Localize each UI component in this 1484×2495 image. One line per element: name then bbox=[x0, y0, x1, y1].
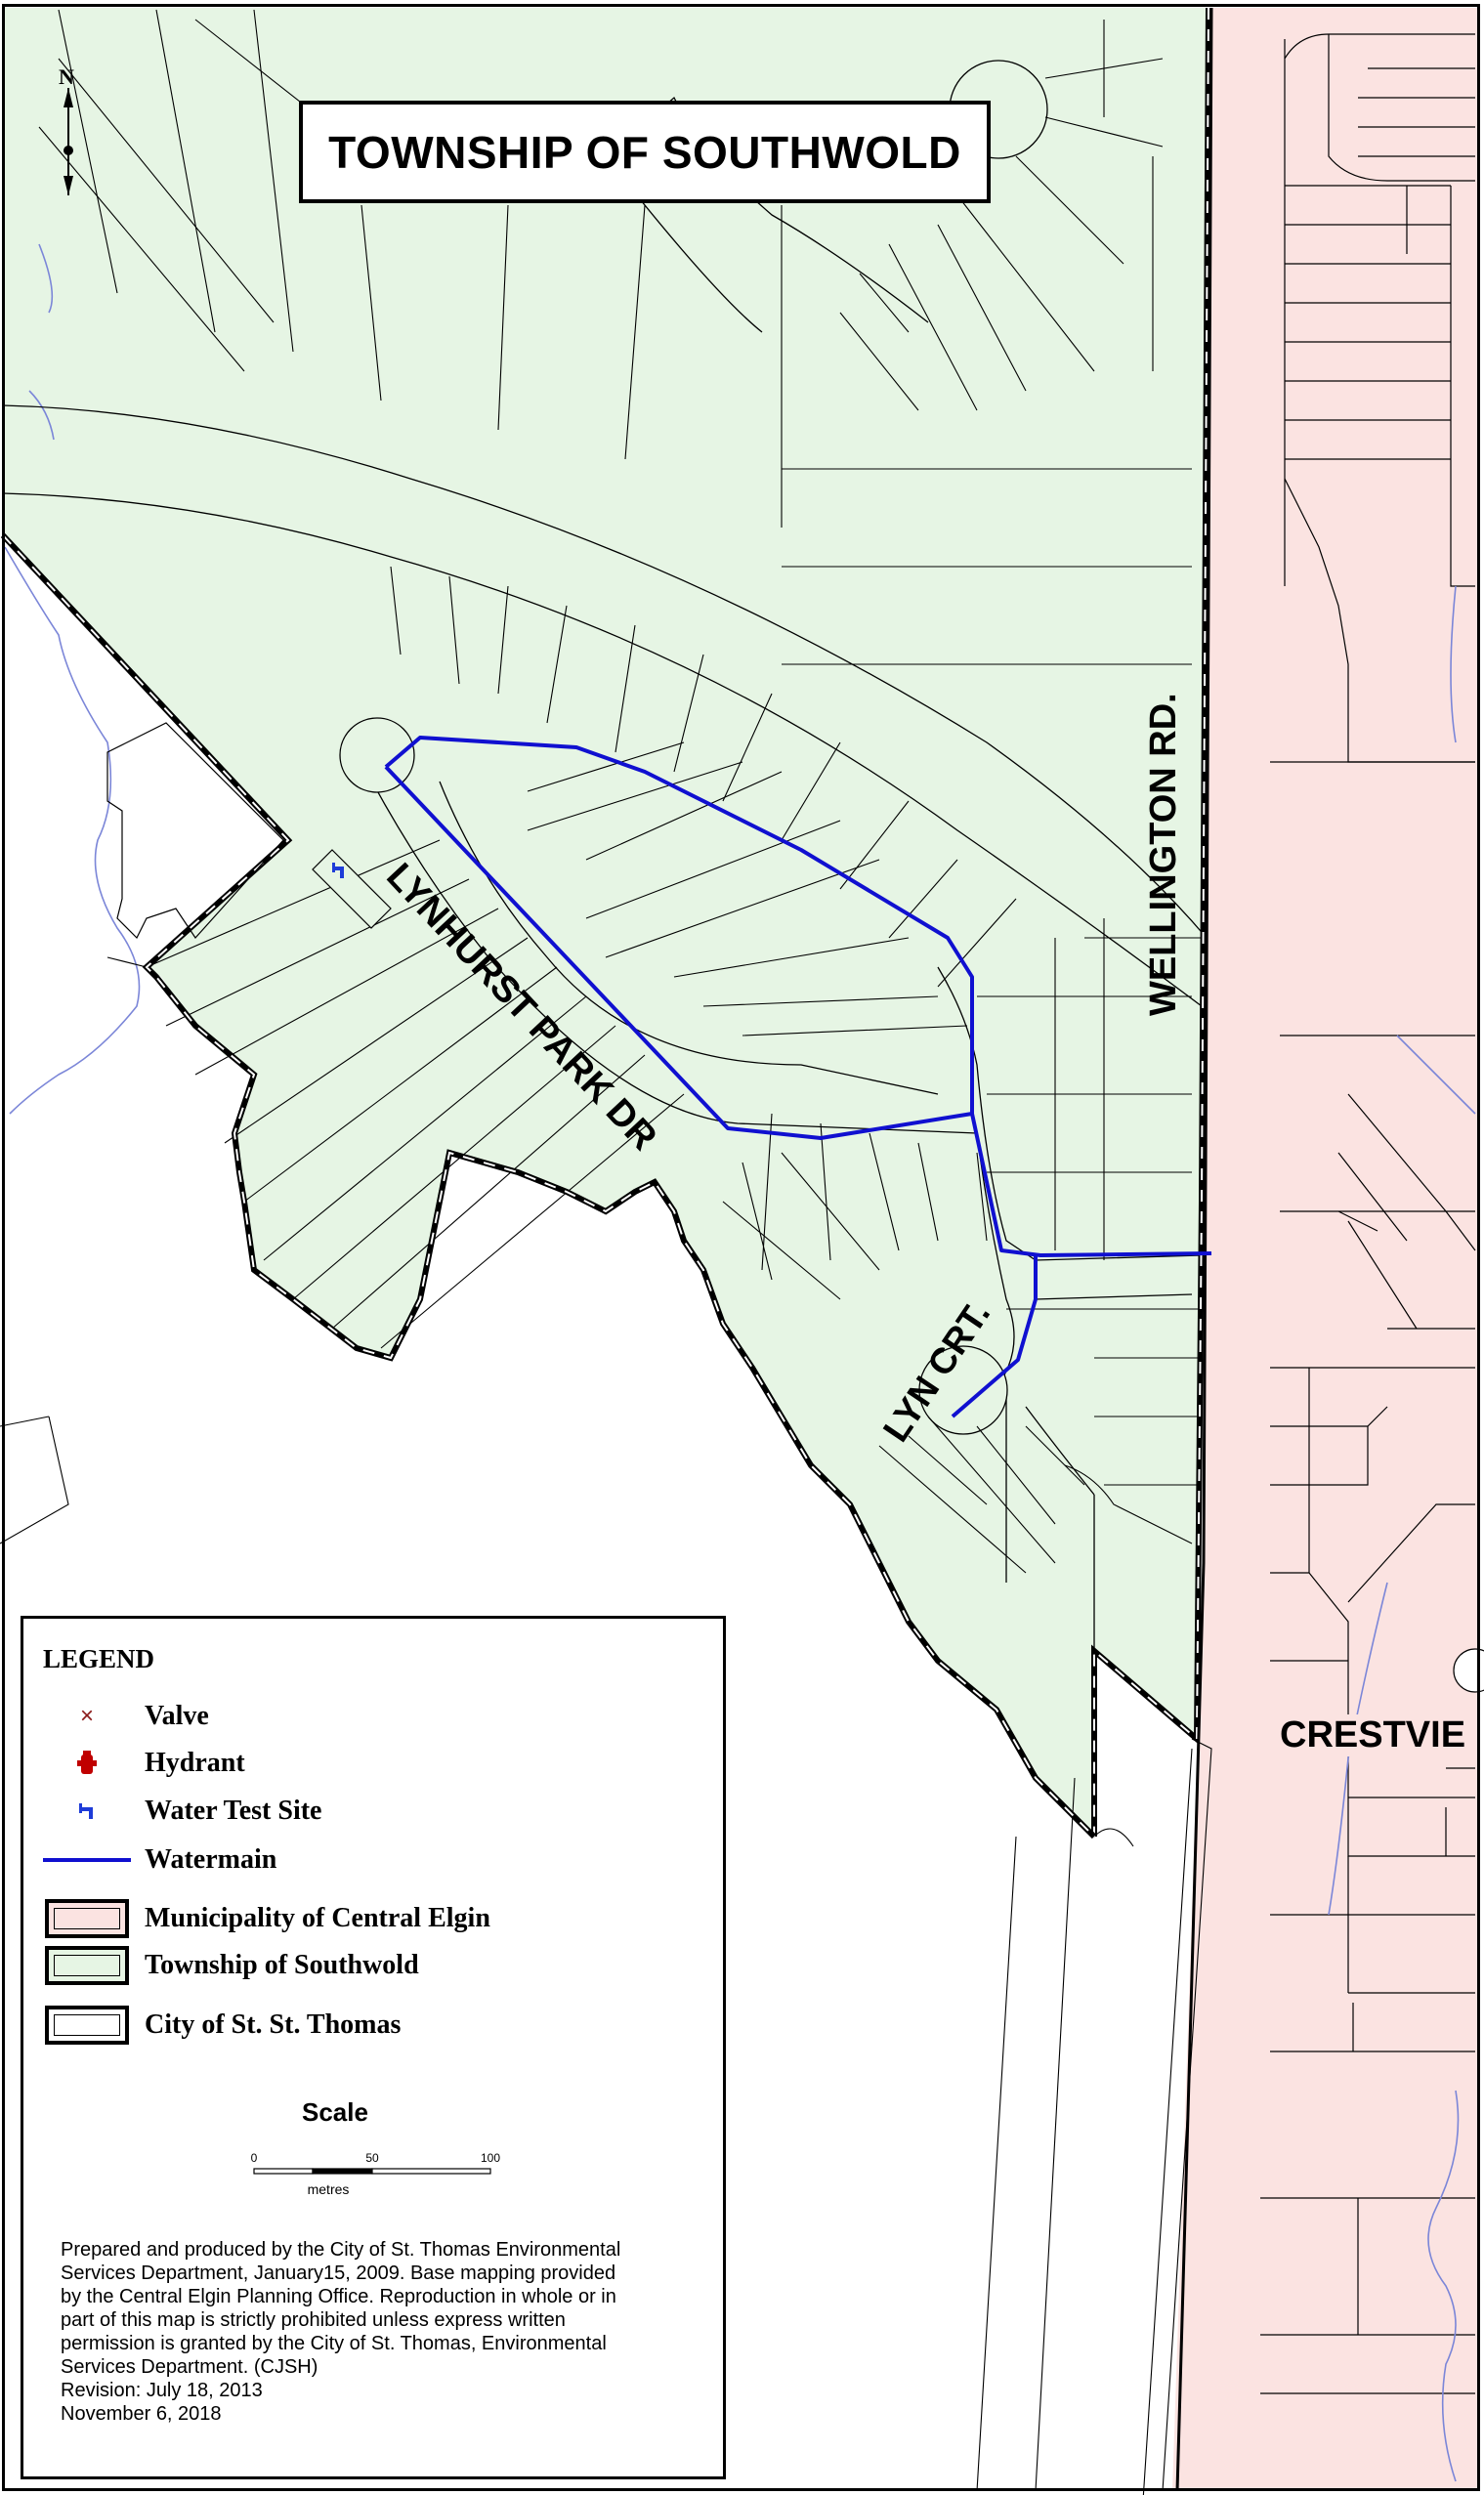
legend-item-hydrant: Hydrant bbox=[43, 1744, 707, 1783]
map-title-box: TOWNSHIP OF SOUTHWOLD bbox=[299, 101, 991, 203]
scale-tick-50: 50 bbox=[365, 2151, 379, 2165]
southwold-area bbox=[3, 8, 1208, 1837]
watermain-line bbox=[43, 1858, 131, 1862]
legend-item-valve: × Valve bbox=[79, 1701, 209, 1731]
legend-item-southwold: Township of Southwold bbox=[43, 1946, 707, 1985]
legend-panel: LEGEND × Valve Hydrant Water Test Site W… bbox=[21, 1616, 726, 2479]
watermain bbox=[384, 736, 1212, 1418]
north-label: N bbox=[59, 64, 74, 89]
scale-unit: metres bbox=[307, 2181, 350, 2197]
water-tap-icon bbox=[79, 1803, 93, 1819]
map-credits-note: Prepared and produced by the City of St.… bbox=[61, 2239, 621, 2425]
central-elgin-swatch bbox=[45, 1899, 129, 1938]
compass-arrow-icon bbox=[64, 88, 73, 195]
north-arrow: N bbox=[55, 64, 84, 201]
creeks bbox=[4, 243, 1476, 2482]
st-thomas-swatch bbox=[45, 2006, 129, 2045]
central-elgin-lots bbox=[1260, 33, 1484, 2394]
scale-bar: 0 50 100 bbox=[229, 2151, 500, 2180]
valve-x-icon: × bbox=[79, 1703, 94, 1729]
scale-bar-graphic bbox=[253, 2168, 491, 2175]
water-tap-icon bbox=[332, 863, 344, 878]
central-elgin-area bbox=[1172, 8, 1480, 2491]
legend-title: LEGEND bbox=[43, 1644, 155, 1673]
roads bbox=[2, 96, 1208, 1651]
legend-item-central-elgin: Municipality of Central Elgin bbox=[43, 1899, 707, 1938]
legend-item-watermain: Watermain bbox=[43, 1840, 707, 1880]
street-label-crestview: CRESTVIE bbox=[1280, 1714, 1466, 1756]
hydrant-icon bbox=[77, 1751, 97, 1774]
township-boundary bbox=[0, 7, 1213, 2492]
street-label-wellington: WELLINGTON RD. bbox=[1143, 693, 1184, 1016]
map-title: TOWNSHIP OF SOUTHWOLD bbox=[328, 126, 961, 178]
legend-item-water-test: Water Test Site bbox=[43, 1792, 707, 1831]
scale-tick-100: 100 bbox=[480, 2151, 501, 2165]
lot-lines bbox=[0, 9, 1212, 2495]
scale-title: Scale bbox=[302, 2097, 368, 2127]
southwold-swatch bbox=[45, 1946, 129, 1985]
legend-item-st-thomas: City of St. St. Thomas bbox=[43, 2006, 707, 2045]
scale-tick-0: 0 bbox=[250, 2151, 258, 2165]
